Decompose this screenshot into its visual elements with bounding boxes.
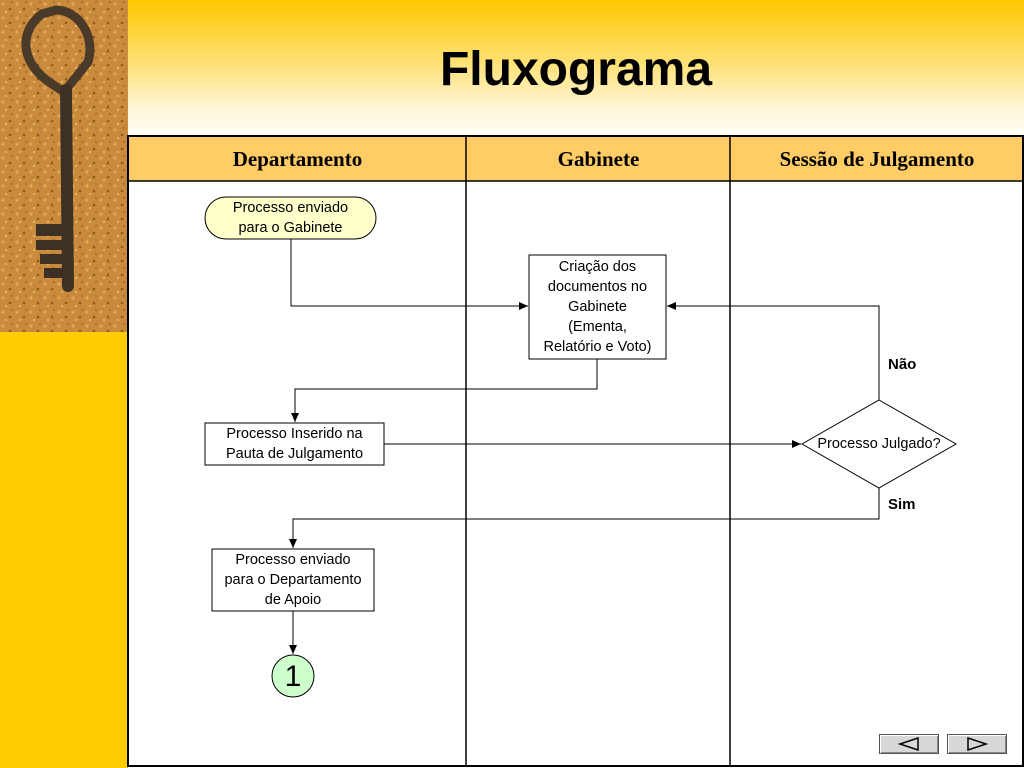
edge-label-sim: Sim bbox=[888, 496, 916, 513]
decision-node-label: Processo Julgado? bbox=[817, 436, 941, 452]
edge-decision-nao bbox=[667, 302, 880, 400]
lane-header-gabinete: Gabinete bbox=[557, 146, 640, 171]
next-slide-button[interactable] bbox=[947, 734, 1007, 754]
triangle-right-icon bbox=[967, 737, 988, 751]
start-node-label: Processo enviado para o Gabinete bbox=[232, 200, 349, 236]
connector-label: 1 bbox=[284, 660, 302, 693]
edge-start-to-criacao bbox=[290, 239, 528, 310]
edge-decision-sim bbox=[289, 488, 880, 548]
edge-label-nao: Não bbox=[888, 356, 917, 373]
title-band bbox=[128, 0, 1024, 135]
lane-header-sessao: Sessão de Julgamento bbox=[779, 146, 975, 171]
previous-slide-button[interactable] bbox=[879, 734, 939, 754]
criacao-node-label: Criação dos documentos no Gabinete (Emen… bbox=[543, 259, 652, 355]
slide-title: Fluxograma bbox=[439, 43, 713, 96]
pauta-node-label: Processo Inserido na Pauta de Julgamento bbox=[225, 426, 364, 462]
criacao-node bbox=[528, 254, 667, 360]
lane-header-departamento: Departamento bbox=[232, 146, 363, 171]
triangle-left-icon bbox=[898, 737, 919, 751]
connector-node bbox=[271, 654, 315, 698]
apoio-node-label: Processo enviado para o Departamento de … bbox=[224, 552, 362, 608]
key-image bbox=[0, 0, 128, 332]
edge-criacao-to-pauta bbox=[291, 359, 598, 422]
key-icon bbox=[21, 5, 95, 292]
apoio-node bbox=[211, 548, 375, 612]
lane-header-row bbox=[129, 137, 1022, 181]
